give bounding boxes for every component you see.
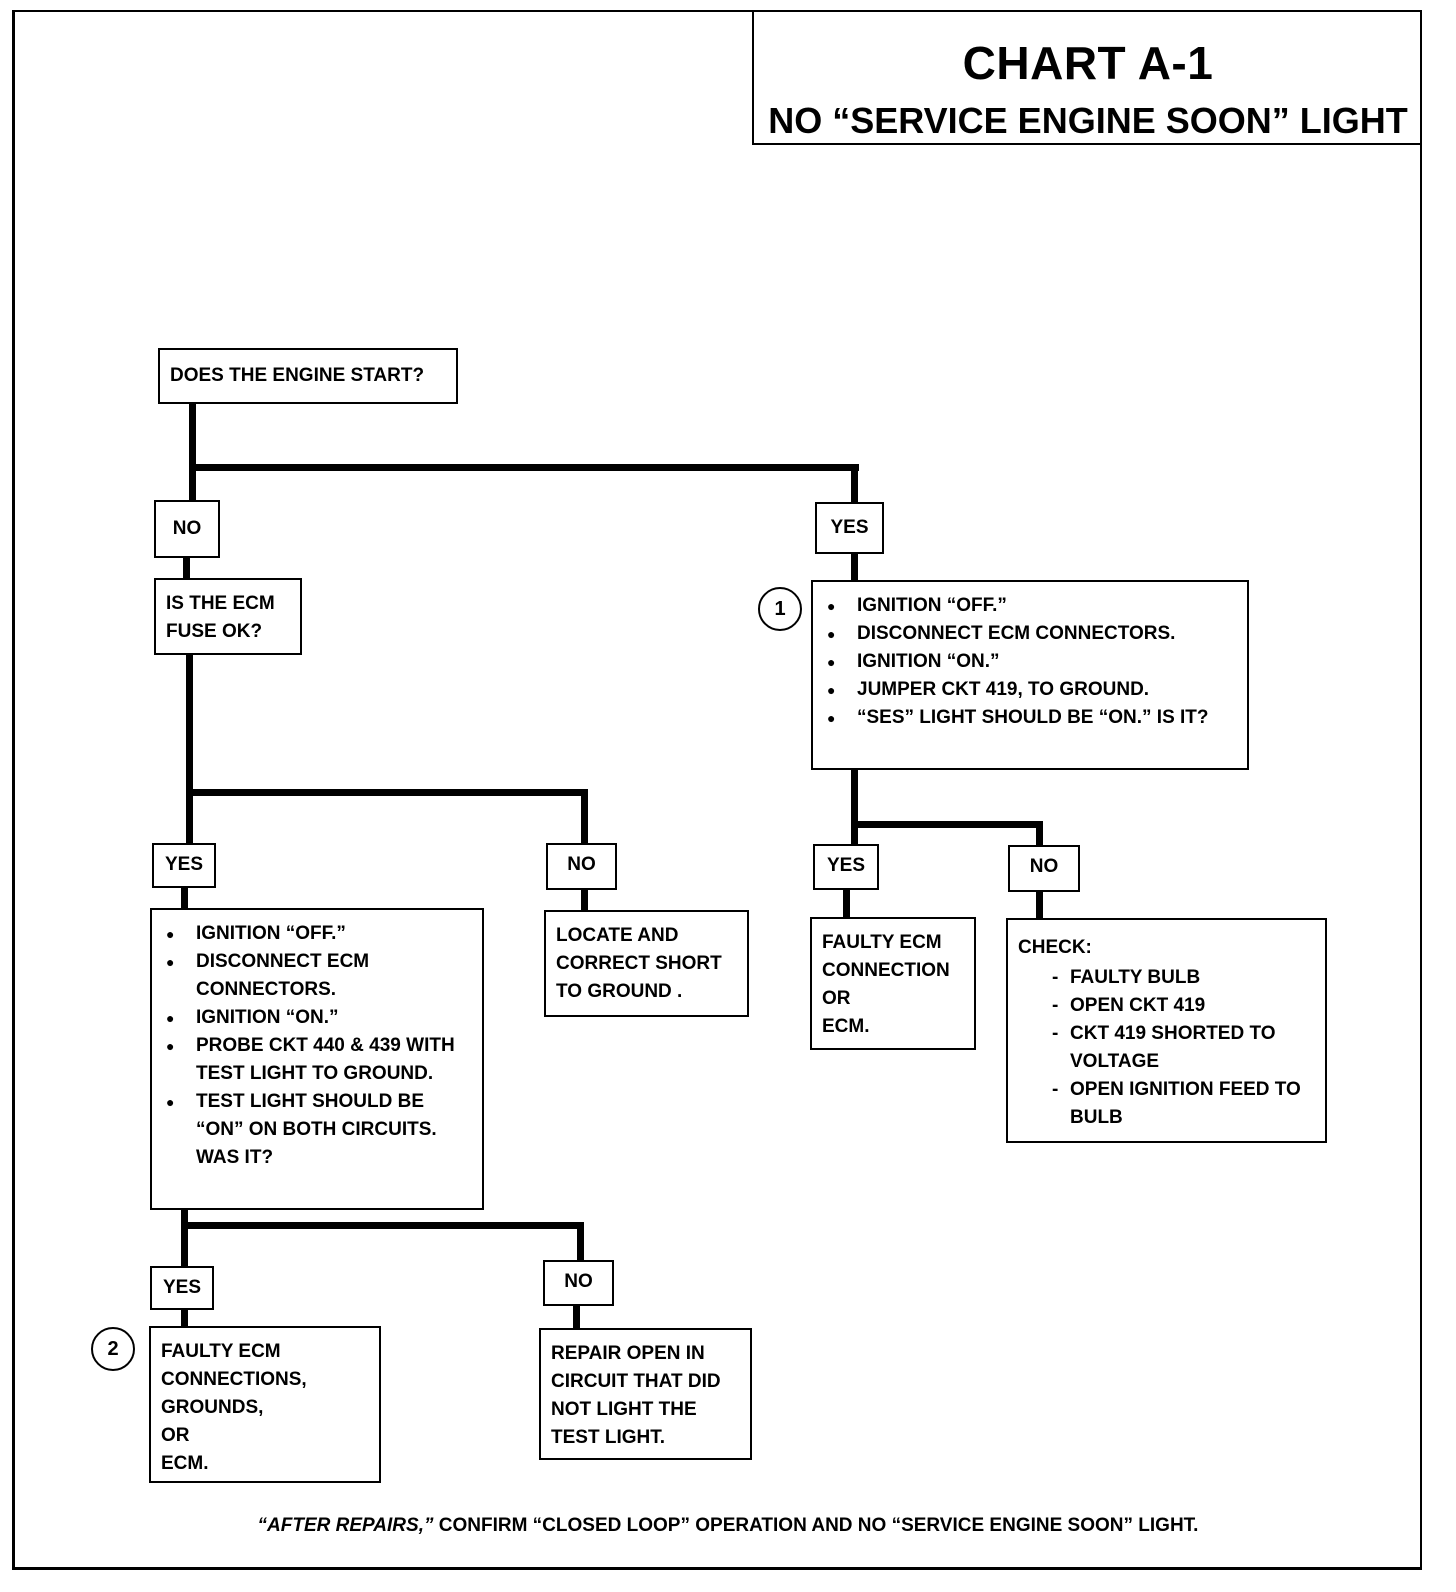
ses-light-test-box: IGNITION “OFF.” DISCONNECT ECM CONNECTOR…	[811, 580, 1249, 770]
check-item: CKT 419 SHORTED TO VOLTAGE	[1052, 1020, 1315, 1076]
footer-emphasis: “AFTER REPAIRS,”	[257, 1515, 434, 1536]
step-item: IGNITION “OFF.”	[162, 920, 472, 948]
connector-line	[189, 402, 196, 502]
connector-line	[189, 464, 859, 471]
no-label: NO	[1008, 845, 1080, 892]
footer-note: “AFTER REPAIRS,” CONFIRM “CLOSED LOOP” O…	[0, 1515, 1456, 1537]
step-item: IGNITION “OFF.”	[823, 592, 1237, 620]
check-item: OPEN IGNITION FEED TO BULB	[1052, 1076, 1315, 1132]
page-frame	[12, 10, 1422, 1570]
connector-line	[581, 888, 588, 913]
repair-open-box: REPAIR OPEN IN CIRCUIT THAT DID NOT LIGH…	[539, 1328, 752, 1460]
connector-line	[181, 1208, 188, 1270]
ses-test-steps: IGNITION “OFF.” DISCONNECT ECM CONNECTOR…	[823, 592, 1237, 732]
step-item: “SES” LIGHT SHOULD BE “ON.” IS IT?	[823, 704, 1237, 732]
faulty-ecm-connections-box: FAULTY ECM CONNECTIONS, GROUNDS, OR ECM.	[149, 1326, 381, 1483]
footer-text: CONFIRM “CLOSED LOOP” OPERATION AND NO “…	[433, 1515, 1199, 1536]
connector-line	[851, 768, 858, 846]
title-box: CHART A-1 NO “SERVICE ENGINE SOON” LIGHT	[752, 10, 1422, 145]
faulty-ecm-connection-box: FAULTY ECM CONNECTION OR ECM.	[810, 917, 976, 1050]
connector-line	[573, 1303, 580, 1331]
check-title: CHECK:	[1018, 937, 1092, 958]
step-item: TEST LIGHT SHOULD BE “ON” ON BOTH CIRCUI…	[162, 1088, 472, 1172]
step-item: IGNITION “ON.”	[162, 1004, 472, 1032]
step-item: DISCONNECT ECM CONNECTORS.	[823, 620, 1237, 648]
connector-line	[183, 556, 190, 580]
connector-line	[181, 1222, 584, 1229]
check-item: OPEN CKT 419	[1052, 992, 1315, 1020]
step-number-2: 2	[91, 1327, 135, 1371]
connector-line	[181, 1307, 188, 1329]
connector-line	[577, 1222, 584, 1264]
chart-subtitle: NO “SERVICE ENGINE SOON” LIGHT	[768, 100, 1408, 141]
yes-label: YES	[813, 844, 879, 890]
chart-title: CHART A-1	[962, 37, 1214, 89]
step-number-1: 1	[758, 587, 802, 631]
connector-line	[1036, 821, 1043, 847]
probe-test-steps: IGNITION “OFF.” DISCONNECT ECM CONNECTOR…	[162, 920, 472, 1172]
connector-line	[851, 464, 858, 504]
connector-line	[181, 886, 188, 912]
yes-label: YES	[152, 843, 216, 888]
step-item: DISCONNECT ECM CONNECTORS.	[162, 948, 472, 1004]
connector-line	[851, 821, 1043, 828]
connector-line	[851, 552, 858, 582]
connector-line	[1036, 890, 1043, 921]
check-item: FAULTY BULB	[1052, 964, 1315, 992]
connector-line	[581, 789, 588, 845]
no-label: NO	[543, 1260, 614, 1306]
engine-start-question: DOES THE ENGINE START?	[158, 348, 458, 404]
check-items: FAULTY BULB OPEN CKT 419 CKT 419 SHORTED…	[1018, 964, 1315, 1132]
step-item: PROBE CKT 440 & 439 WITH TEST LIGHT TO G…	[162, 1032, 472, 1088]
no-label: NO	[154, 500, 220, 558]
locate-short-box: LOCATE AND CORRECT SHORT TO GROUND .	[544, 910, 749, 1017]
yes-label: YES	[150, 1266, 214, 1310]
connector-line	[186, 789, 588, 796]
ecm-fuse-question: IS THE ECM FUSE OK?	[154, 578, 302, 655]
connector-line	[843, 888, 850, 920]
no-label: NO	[546, 843, 617, 890]
step-item: IGNITION “ON.”	[823, 648, 1237, 676]
check-list-box: CHECK: FAULTY BULB OPEN CKT 419 CKT 419 …	[1006, 918, 1327, 1143]
step-item: JUMPER CKT 419, TO GROUND.	[823, 676, 1237, 704]
circuit-probe-test-box: IGNITION “OFF.” DISCONNECT ECM CONNECTOR…	[150, 908, 484, 1210]
yes-label: YES	[815, 502, 884, 554]
connector-line	[186, 653, 193, 845]
